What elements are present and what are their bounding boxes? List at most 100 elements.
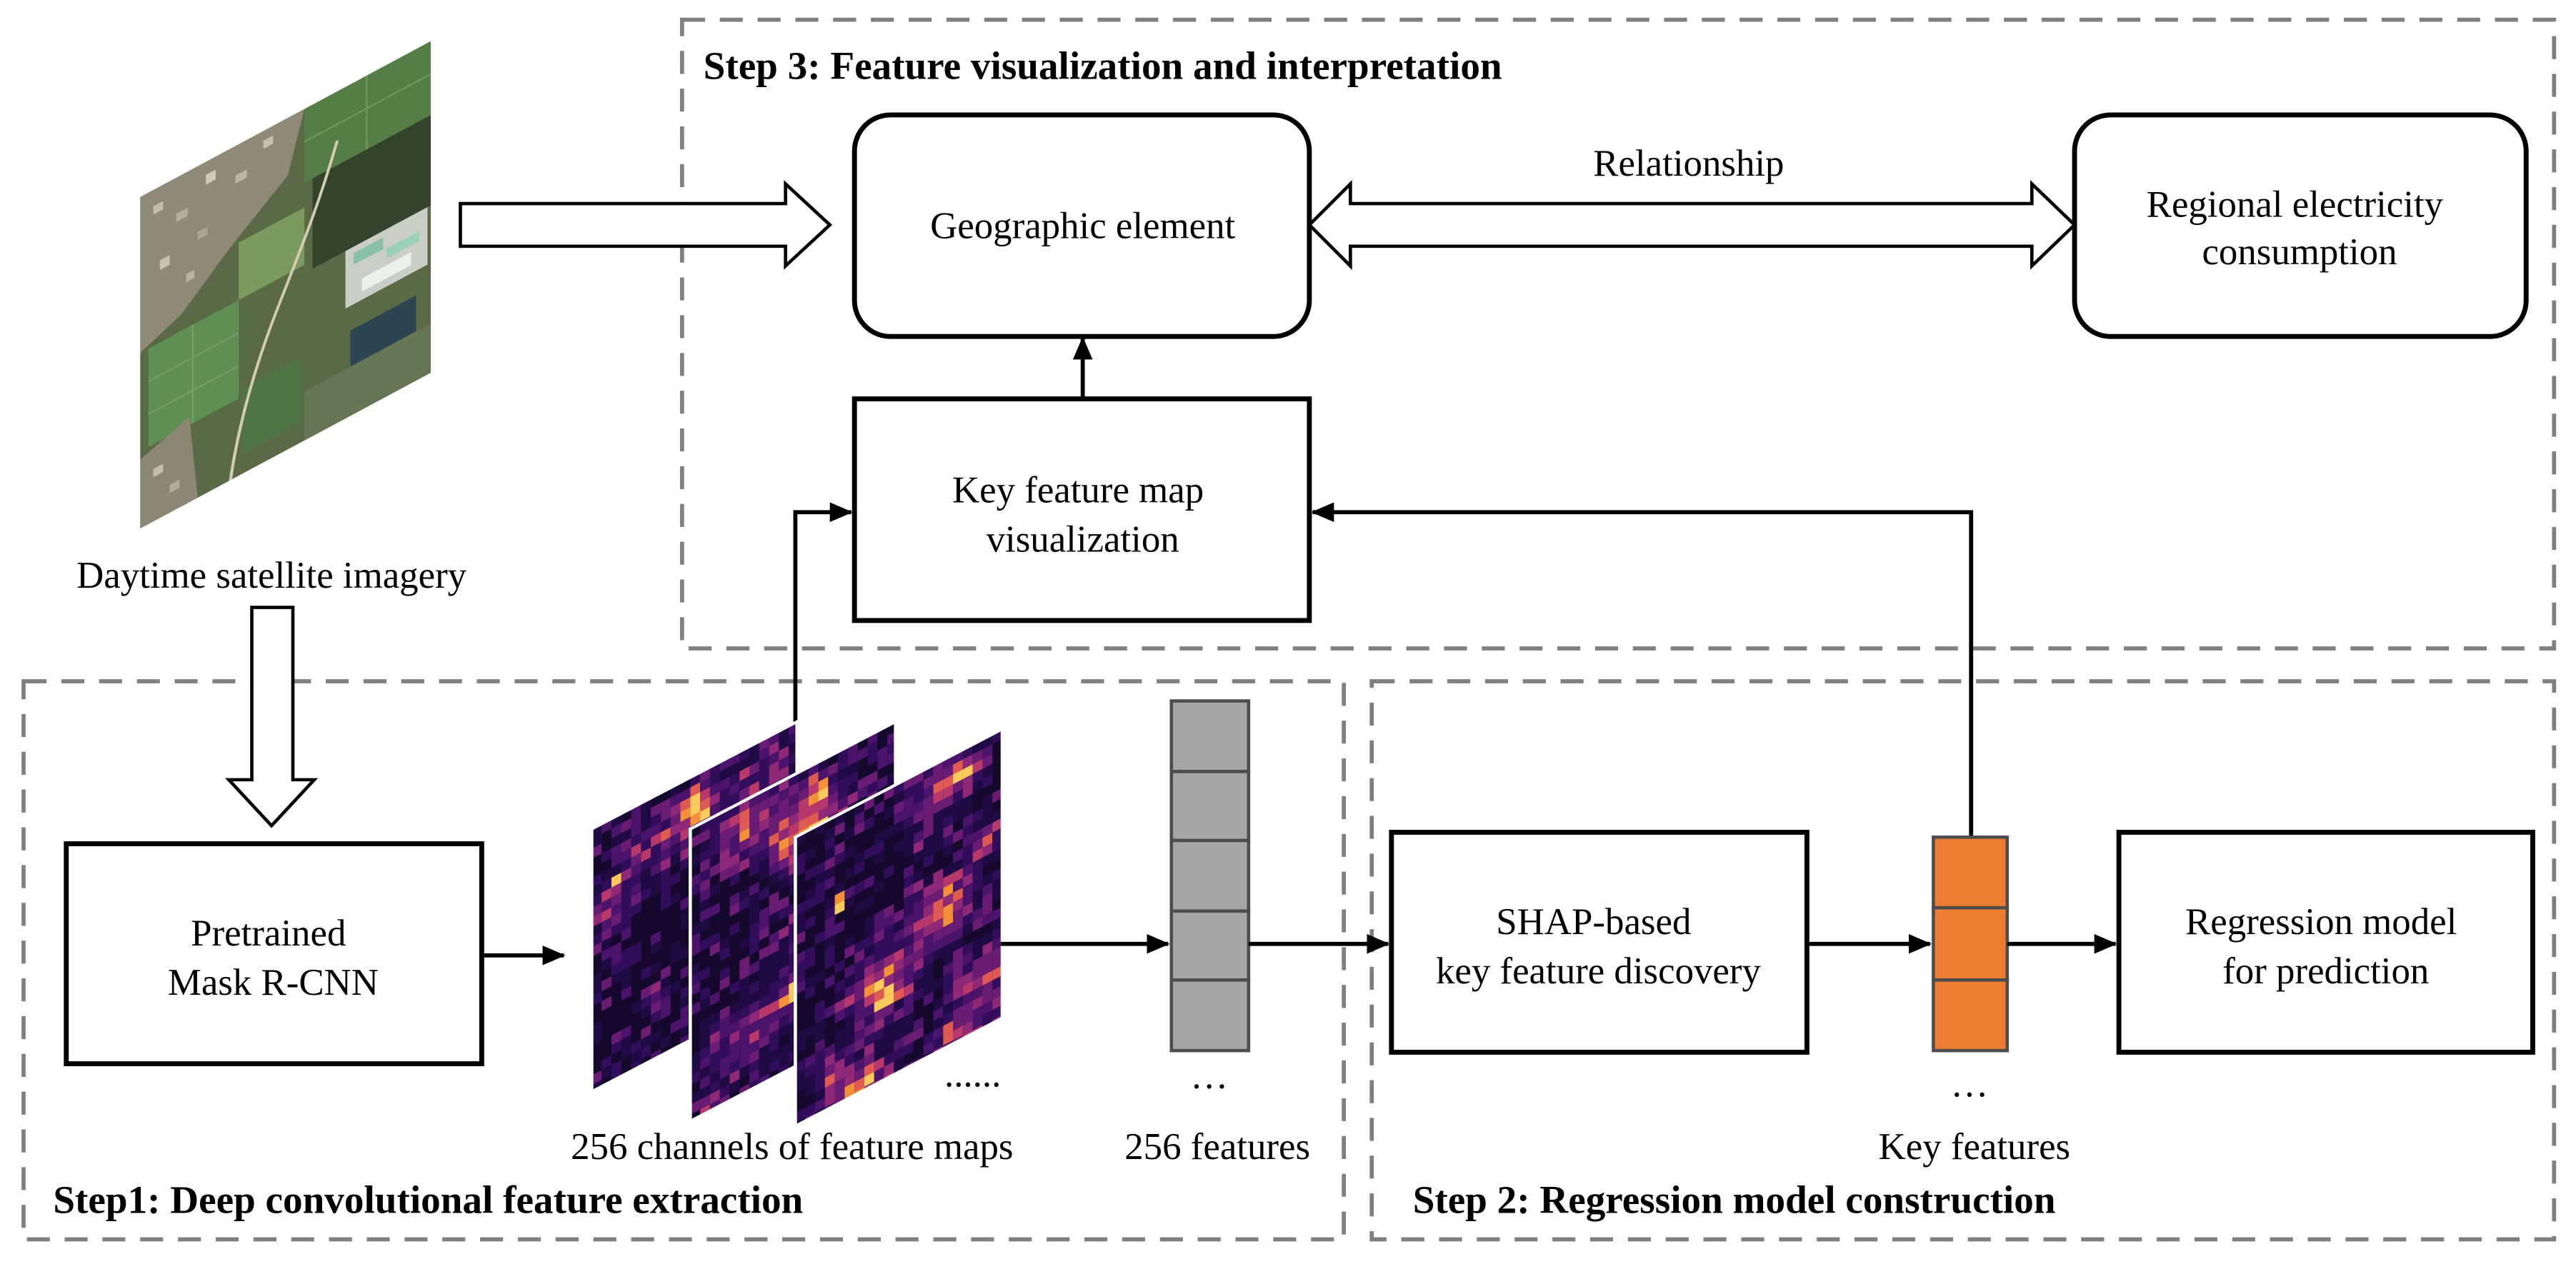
heatmap-cell — [719, 786, 730, 802]
heatmap-cell — [759, 985, 769, 1000]
heatmap-cell — [739, 936, 750, 951]
heatmap-cell — [611, 961, 621, 977]
heatmap-cell — [719, 1084, 730, 1100]
heatmap-cell — [651, 822, 661, 838]
heatmap-cell — [943, 873, 954, 888]
heatmap-cell — [700, 966, 710, 982]
heatmap-cell — [933, 976, 944, 992]
heatmap-cell — [844, 1013, 855, 1028]
heatmap-cell — [814, 871, 825, 886]
heatmap-cell — [690, 782, 701, 798]
heatmap-cell — [894, 820, 904, 836]
heatmap-cell — [769, 1048, 779, 1064]
heatmap-cell — [749, 1000, 759, 1015]
feature-maps-label: 256 channels of feature maps — [571, 1126, 1013, 1168]
heatmap-cell — [805, 846, 815, 862]
heatmap-cell — [824, 836, 835, 852]
heatmap-cell — [680, 787, 691, 803]
heatmap-cell — [769, 911, 779, 926]
heatmap-cell — [769, 812, 779, 828]
heatmap-cell — [641, 857, 652, 873]
regression-line-2: for prediction — [2222, 950, 2429, 992]
heatmap-cell — [972, 818, 983, 833]
heatmap-cell — [651, 990, 661, 1005]
heatmap-cell — [933, 898, 944, 913]
heatmap-cell — [867, 731, 878, 746]
heatmap-cell — [601, 1065, 611, 1080]
heatmap-cell — [779, 756, 789, 771]
heatmap-cell — [769, 782, 779, 798]
heatmap-cell — [700, 806, 710, 822]
heatmap-cell — [795, 1078, 806, 1093]
key-features-ellipsis: … — [1951, 1064, 1989, 1105]
heatmap-cell — [962, 764, 973, 780]
heatmap-cell — [690, 1070, 701, 1085]
heatmap-cell — [884, 1041, 894, 1057]
heatmap-cell — [690, 961, 701, 977]
heatmap-cell — [769, 751, 779, 766]
heatmap-cell — [982, 813, 993, 828]
heatmap-cell — [680, 816, 691, 832]
heatmap-cell — [621, 1045, 631, 1060]
heatmap-cell — [874, 1037, 884, 1053]
heatmap-cell — [864, 1013, 874, 1028]
satellite-house — [263, 135, 274, 149]
heatmap-cell — [660, 886, 671, 902]
heatmap-cell — [591, 873, 602, 888]
heatmap-cell — [709, 853, 720, 868]
heatmap-cell — [923, 824, 934, 840]
heatmap-cell — [867, 780, 878, 796]
heatmap-cell — [680, 856, 691, 872]
heatmap-cell — [962, 872, 973, 888]
heatmap-cell — [805, 1103, 815, 1118]
heatmap-cell — [779, 765, 789, 781]
heatmap-cell — [769, 950, 779, 965]
heatmap-cell — [769, 979, 779, 995]
heatmap-cell — [923, 991, 934, 1007]
heatmap-cell — [749, 980, 759, 995]
heatmap-cell — [972, 838, 983, 853]
heatmap-cell — [887, 751, 896, 766]
heatmap-cell — [962, 960, 973, 976]
heatmap-cell — [779, 807, 789, 823]
heatmap-cell — [601, 878, 611, 893]
heatmap-cell — [739, 808, 750, 823]
heatmap-cell — [982, 763, 993, 779]
heatmap-cell — [992, 728, 1003, 744]
heatmap-cell — [759, 746, 769, 761]
heatmap-cell — [769, 841, 779, 857]
heatmap-cell — [709, 931, 720, 947]
heatmap-cell — [795, 1028, 806, 1044]
heatmap-cell — [749, 803, 759, 818]
heatmap-cell — [864, 1071, 874, 1087]
heatmap-cell — [838, 746, 848, 762]
heatmap-cell — [670, 1018, 681, 1034]
heatmap-cell — [992, 827, 1003, 843]
heatmap-cell — [943, 922, 954, 938]
heatmap-cell — [887, 771, 896, 786]
heatmap-cell — [670, 891, 681, 906]
heatmap-cell — [828, 781, 839, 797]
heatmap-cell — [923, 784, 934, 800]
heatmap-cell — [769, 871, 779, 887]
heatmap-cell — [884, 903, 894, 919]
heatmap-cell — [874, 928, 884, 944]
heatmap-cell — [854, 811, 864, 826]
step1-title: Step1: Deep convolutional feature extrac… — [53, 1178, 803, 1222]
heatmap-cell — [631, 872, 641, 888]
heatmap-cell — [700, 868, 710, 883]
heatmap-cell — [680, 797, 691, 813]
heatmap-cell — [874, 1066, 884, 1082]
heatmap-cell — [749, 781, 759, 796]
heatmap-cell — [670, 792, 681, 808]
satellite-house — [186, 269, 195, 283]
heatmap-cell — [739, 886, 750, 902]
shap-box — [1389, 829, 1809, 1055]
heatmap-cell — [795, 861, 806, 877]
heatmap-cell — [814, 1008, 825, 1024]
heatmap-cell — [854, 978, 864, 994]
satellite-forest — [312, 115, 431, 269]
heatmap-cell — [601, 848, 611, 863]
heatmap-cell — [798, 816, 809, 832]
heatmap-cell — [933, 917, 944, 933]
